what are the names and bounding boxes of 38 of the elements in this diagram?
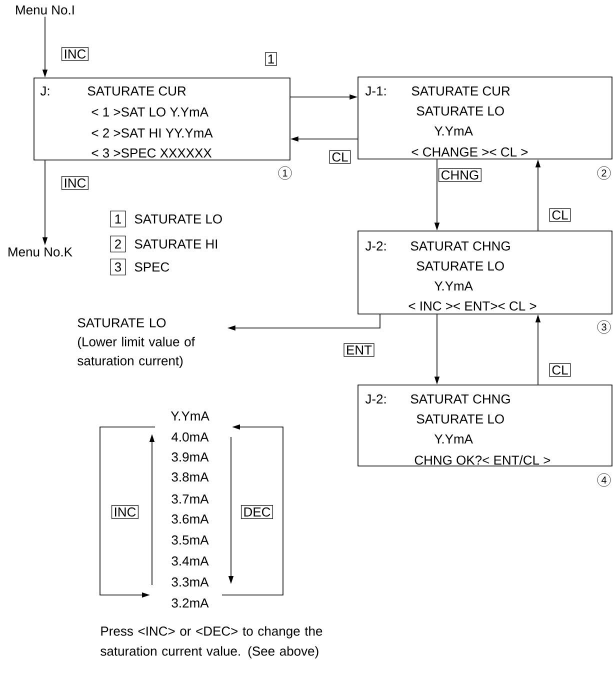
key-label: ENT <box>344 343 374 357</box>
value-text: Y.YmA <box>170 412 210 420</box>
circled-number: 4 <box>597 473 611 487</box>
value-text: 3.5mA <box>172 535 209 545</box>
key-label: DEC <box>240 505 274 519</box>
key-label: INC <box>62 47 88 61</box>
key-label: CL <box>549 208 571 222</box>
value-text: 3.9mA <box>172 452 209 462</box>
key-text: SATURATE HI <box>134 239 218 249</box>
menu-label: Menu No.I <box>16 5 74 15</box>
display-box: J: SATURATE CUR < 1 >SAT LO Y.YmA < 2 >SAT HI YY.YmA < 3 >SPEC XXXXXX <box>34 78 290 160</box>
circled-number: 3 <box>597 320 611 334</box>
value-text: 3.7mA <box>172 494 209 504</box>
value-description: SATURATE LO (Lower limit value of saturation current) <box>78 318 195 368</box>
value-text: 4.0mA <box>172 432 209 442</box>
key-label: INC <box>112 505 138 519</box>
key-label: INC <box>62 176 88 190</box>
value-text: 3.8mA <box>172 472 209 482</box>
value-text: 3.4mA <box>172 556 209 566</box>
key-text: SPEC <box>134 262 170 272</box>
display-box: J-1: SATURATE CUR SATURATE LO Y.YmA < CHANGE >< CL > <box>358 76 612 160</box>
key-label: 1 <box>265 52 277 66</box>
key-number: 2 <box>110 236 126 252</box>
key-label: CL <box>549 363 571 377</box>
value-text: 3.6mA <box>172 514 209 524</box>
display-box: J-2: SATURAT CHNG SATURATE LO Y.YmA CHNG OK?< ENT/CL > <box>358 384 612 466</box>
key-label: CL <box>329 150 351 164</box>
circled-number: 1 <box>278 166 292 180</box>
key-number: 1 <box>110 210 126 228</box>
display-box: J-2: SATURAT CHNG SATURATE LO Y.YmA < INC >< ENT>< CL > <box>358 230 612 314</box>
key-number: 3 <box>110 258 126 276</box>
key-label: CHNG <box>438 168 482 182</box>
circled-number: 2 <box>597 166 611 180</box>
value-text: 3.2mA <box>172 598 209 608</box>
key-text: SATURATE LO <box>134 214 222 224</box>
value-text: 3.3mA <box>172 577 209 587</box>
menu-label: Menu No.K <box>8 247 72 257</box>
note-text: Press <INC> or <DEC> to change the saturation current value. (See above) <box>100 626 322 658</box>
